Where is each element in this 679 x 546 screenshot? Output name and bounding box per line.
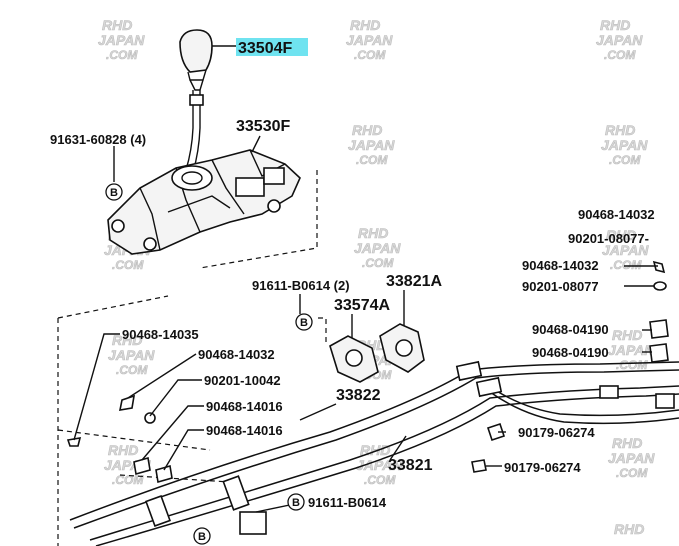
part-highlight (236, 38, 308, 56)
svg-text:.COM: .COM (609, 153, 641, 167)
shift-knob (179, 29, 213, 91)
svg-text:.COM: .COM (106, 48, 138, 62)
part-number-label[interactable]: 90468-14016 (206, 423, 283, 438)
part-number-label[interactable]: 33530F (236, 118, 290, 135)
part-number-label[interactable]: 33504F (238, 40, 292, 57)
dashed-boundaries (57, 170, 318, 546)
svg-text:JAPAN: JAPAN (356, 457, 403, 473)
watermark: RHD (614, 521, 645, 538)
svg-text:RHD: RHD (112, 332, 142, 348)
part-number-label[interactable]: 33822 (336, 387, 381, 404)
svg-text:JAPAN: JAPAN (98, 32, 145, 48)
part-number-label[interactable]: 90468-14032 (198, 347, 275, 362)
svg-text:JAPAN: JAPAN (346, 32, 393, 48)
watermark: RHD JAPAN .COM (602, 227, 650, 273)
svg-text:RHD: RHD (108, 442, 138, 458)
part-number-label[interactable]: 91631-60828 (4) (50, 132, 146, 147)
watermark: RHD JAPAN .COM (608, 327, 656, 373)
watermark: RHD JAPAN .COM (348, 122, 396, 168)
part-number-label[interactable]: 90468-04190 (532, 345, 609, 360)
svg-text:.COM: .COM (112, 258, 144, 272)
part-number-label[interactable]: 90468-04190 (532, 322, 609, 337)
marker-b: B (287, 493, 305, 511)
svg-text:RHD: RHD (102, 17, 132, 33)
part-number-label[interactable]: 33574A (334, 297, 390, 314)
svg-text:RHD: RHD (600, 17, 630, 33)
cable-end-fittings (145, 360, 675, 535)
cable-bracket-33821A (379, 323, 425, 373)
shift-lever-rod (185, 90, 204, 173)
svg-text:.COM: .COM (116, 363, 148, 377)
part-number-label[interactable]: 90201-10042 (204, 373, 281, 388)
svg-text:B: B (300, 317, 308, 329)
svg-text:RHD: RHD (358, 225, 388, 241)
control-cables (69, 361, 679, 546)
svg-text:B: B (110, 187, 118, 199)
watermark: RHD JAPAN .COM (108, 332, 156, 378)
svg-text:RHD: RHD (605, 122, 635, 138)
part-number-label[interactable]: 33821A (386, 273, 442, 290)
leader-line (251, 135, 261, 153)
marker-b: B (105, 183, 123, 201)
watermark: RHD JAPAN .COM (356, 442, 404, 488)
part-number-label[interactable]: 90201-08077- (568, 231, 649, 246)
svg-text:.COM: .COM (616, 466, 648, 480)
watermark: RHD JAPAN .COM (608, 435, 656, 481)
svg-text:.COM: .COM (604, 48, 636, 62)
svg-text:RHD: RHD (612, 435, 642, 451)
watermark: RHD JAPAN .COM (98, 17, 146, 63)
svg-text:.COM: .COM (354, 48, 386, 62)
svg-text:.COM: .COM (362, 256, 394, 270)
svg-text:RHD: RHD (352, 122, 382, 138)
watermark: RHD JAPAN .COM (354, 225, 402, 271)
watermark: RHD JAPAN .COM (346, 17, 394, 63)
shift-lever-housing (107, 149, 301, 255)
svg-text:JAPAN: JAPAN (601, 137, 648, 153)
svg-text:RHD: RHD (350, 17, 380, 33)
svg-text:B: B (198, 531, 206, 543)
part-number-label[interactable]: 90468-14032 (522, 258, 599, 273)
part-number-label[interactable]: 90201-08077 (522, 279, 599, 294)
marker-b: B (193, 527, 211, 545)
svg-text:JAPAN: JAPAN (596, 32, 643, 48)
svg-text:B: B (292, 497, 300, 509)
svg-text:.COM: .COM (364, 473, 396, 487)
watermark-layer: RHD JAPAN .COM RHD JAPAN .COM RHD JAPAN … (98, 17, 656, 538)
svg-text:.COM: .COM (112, 473, 144, 487)
watermark: RHD JAPAN .COM (601, 122, 649, 168)
svg-text:JAPAN: JAPAN (608, 450, 655, 466)
part-number-label[interactable]: 90468-14035 (122, 327, 199, 342)
part-number-label[interactable]: 90179-06274 (518, 425, 595, 440)
svg-text:JAPAN: JAPAN (354, 240, 401, 256)
svg-text:JAPAN: JAPAN (108, 347, 155, 363)
part-number-label[interactable]: 33821 (388, 457, 433, 474)
part-number-label[interactable]: 90468-14016 (206, 399, 283, 414)
part-number-label[interactable]: 90468-14032 (578, 207, 655, 222)
part-number-label[interactable]: 91611-B0614 (2) (252, 278, 350, 293)
svg-text:RHD: RHD (614, 521, 644, 537)
svg-text:JAPAN: JAPAN (602, 242, 649, 258)
marker-b: B (295, 313, 313, 331)
svg-text:.COM: .COM (610, 258, 642, 272)
cable-bracket-33574A (329, 335, 379, 383)
watermark: RHD JAPAN .COM (596, 17, 644, 63)
part-number-label[interactable]: 91611-B0614 (308, 495, 387, 510)
svg-text:RHD: RHD (612, 327, 642, 343)
leader-lines (73, 265, 658, 513)
svg-text:JAPAN: JAPAN (348, 137, 395, 153)
svg-text:RHD: RHD (606, 227, 636, 243)
part-number-label[interactable]: 90179-06274 (504, 460, 581, 475)
clips (66, 260, 669, 484)
svg-text:.COM: .COM (356, 153, 388, 167)
svg-text:.COM: .COM (616, 358, 648, 372)
svg-text:JAPAN: JAPAN (608, 342, 655, 358)
leader-line (318, 317, 327, 346)
